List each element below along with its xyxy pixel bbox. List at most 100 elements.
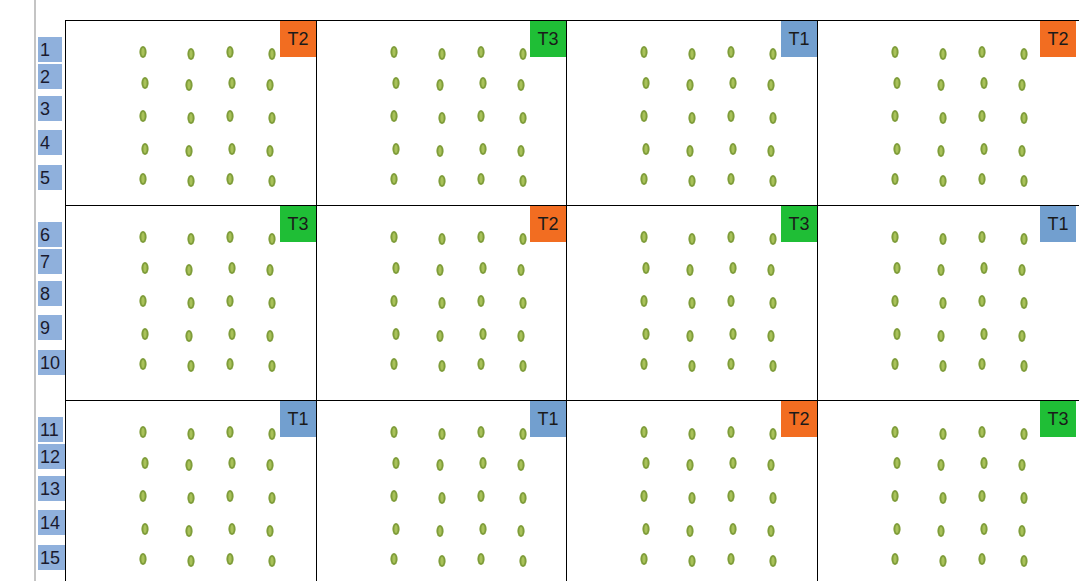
row-number-text: 4	[40, 134, 50, 152]
plant	[891, 426, 898, 438]
plant-highlight	[644, 145, 647, 153]
plant	[436, 264, 443, 276]
plant-highlight	[690, 494, 693, 502]
plant	[769, 48, 776, 60]
plant-leaf	[688, 175, 695, 187]
plant-leaf	[642, 262, 649, 274]
plant-highlight	[141, 48, 144, 56]
plant	[139, 295, 146, 307]
plant-highlight	[440, 494, 443, 502]
plant	[187, 492, 194, 504]
plant-highlight	[392, 48, 395, 56]
plant	[185, 459, 192, 471]
plant-leaf	[268, 233, 275, 245]
plant-highlight	[228, 233, 231, 241]
plant	[640, 110, 647, 122]
plant-leaf	[187, 48, 194, 60]
plant-leaf	[640, 231, 647, 243]
plant	[978, 110, 985, 122]
plant-highlight	[893, 175, 896, 183]
row-number-text: 6	[40, 226, 50, 244]
plant-highlight	[771, 362, 774, 370]
plant-leaf	[1020, 233, 1027, 245]
plant-highlight	[642, 555, 645, 563]
plot-border	[65, 205, 1079, 206]
plant-leaf	[266, 264, 273, 276]
plant-leaf	[893, 77, 900, 89]
plant-leaf	[939, 48, 946, 60]
plant	[139, 358, 146, 370]
plant-leaf	[438, 555, 445, 567]
plant	[769, 112, 776, 124]
plant-leaf	[436, 79, 443, 91]
plant-leaf	[392, 457, 399, 469]
row-number: 7	[38, 249, 62, 275]
plant	[392, 77, 399, 89]
plant-highlight	[270, 494, 273, 502]
plant-leaf	[727, 358, 734, 370]
plant	[1018, 79, 1025, 91]
plant	[268, 360, 275, 372]
row-number-text: 13	[40, 480, 60, 498]
plant-highlight	[187, 81, 190, 89]
plant-leaf	[893, 523, 900, 535]
plant-leaf	[185, 145, 192, 157]
plant-leaf	[390, 358, 397, 370]
plant-leaf	[1018, 459, 1025, 471]
row-number: 4	[38, 130, 62, 156]
plant-leaf	[688, 297, 695, 309]
plant-leaf	[141, 523, 148, 535]
plant-leaf	[226, 358, 233, 370]
plant-leaf	[390, 295, 397, 307]
plant-leaf	[769, 297, 776, 309]
plant-leaf	[479, 77, 486, 89]
plant	[268, 175, 275, 187]
plant-highlight	[141, 112, 144, 120]
plant-leaf	[477, 490, 484, 502]
plant	[686, 145, 693, 157]
plant-leaf	[228, 143, 235, 155]
plant-leaf	[268, 112, 275, 124]
plant-leaf	[517, 330, 524, 342]
plant	[390, 231, 397, 243]
plant-highlight	[270, 299, 273, 307]
row-number-text: 8	[40, 285, 50, 303]
plant-highlight	[941, 299, 944, 307]
plant	[688, 233, 695, 245]
treatment-label: T3	[530, 21, 566, 57]
plant-leaf	[729, 328, 736, 340]
plant	[767, 459, 774, 471]
plant-highlight	[189, 177, 192, 185]
plant-leaf	[939, 360, 946, 372]
plant	[769, 428, 776, 440]
plant-leaf	[519, 48, 526, 60]
plant	[187, 360, 194, 372]
plant-leaf	[640, 553, 647, 565]
plant	[185, 145, 192, 157]
row-number-text: 2	[40, 68, 50, 86]
plant	[640, 553, 647, 565]
treatment-label-text: T1	[788, 30, 809, 48]
plant-highlight	[690, 50, 693, 58]
plant-highlight	[980, 428, 983, 436]
plant	[187, 175, 194, 187]
plant	[642, 262, 649, 274]
plant	[688, 428, 695, 440]
plant-leaf	[519, 112, 526, 124]
plant	[978, 295, 985, 307]
plant-highlight	[230, 459, 233, 467]
row-number-text: 15	[40, 549, 60, 567]
plant-leaf	[141, 457, 148, 469]
plant-highlight	[270, 114, 273, 122]
plant-leaf	[226, 553, 233, 565]
plant	[477, 358, 484, 370]
plant-leaf	[939, 555, 946, 567]
treatment-label: T3	[781, 206, 817, 242]
plant-leaf	[477, 358, 484, 370]
plant-highlight	[392, 492, 395, 500]
plot-border	[817, 20, 818, 581]
plant-leaf	[141, 328, 148, 340]
plant	[893, 143, 900, 155]
plant-highlight	[270, 362, 273, 370]
plant	[769, 492, 776, 504]
